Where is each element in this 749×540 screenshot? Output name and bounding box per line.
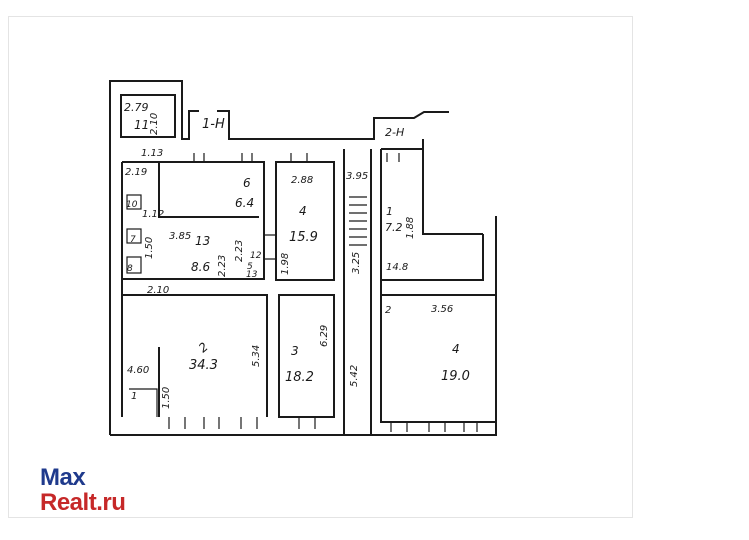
room-2-top-wall: [122, 294, 268, 417]
label-room-3-num: 3: [291, 344, 299, 358]
room-6-top-wall: [122, 161, 265, 280]
room-6-bottom-wall: [158, 162, 259, 218]
watermark-line-1: Max: [40, 464, 86, 491]
label-dim-223: 2.23: [217, 255, 228, 277]
label-dim-2: 2: [385, 305, 391, 316]
label-entrance-1: 1-H: [202, 117, 225, 132]
label-dim-150-left: 1.50: [144, 237, 155, 259]
stair-steps: [349, 196, 367, 246]
floor-plan-sheet: 1-H 2-H 2.79 2.10 11 1.13 2.19 10 1.12 1…: [8, 16, 633, 518]
label-dim-10: 10: [126, 200, 138, 210]
label-entrance-2: 2-H: [385, 126, 404, 139]
windows-top-right: [386, 153, 400, 162]
label-dim-5: 5: [247, 262, 253, 272]
room-1-box: [129, 388, 158, 417]
windows-top-left: [193, 153, 253, 162]
label-dim-288: 2.88: [291, 175, 313, 186]
outer-wall-left: [109, 80, 199, 435]
outer-wall-bottom: [110, 216, 497, 436]
windows-bottom-left: [168, 417, 258, 429]
label-dim-460: 4.60: [127, 365, 149, 376]
windows-bottom-mid: [298, 417, 316, 429]
label-room-6-area: 6.4: [235, 196, 254, 210]
label-dim-198: 1.98: [280, 253, 291, 275]
label-dim-112: 1.12: [142, 209, 164, 220]
label-room-2-area: 34.3: [189, 358, 218, 373]
label-dim-395: 3.95: [346, 171, 368, 182]
label-dim-542: 5.42: [349, 365, 360, 387]
label-dim-7: 7: [130, 235, 136, 245]
label-dim-13: 13: [246, 270, 258, 280]
room-11-outline: [120, 94, 176, 138]
label-dim-356: 3.56: [431, 304, 453, 315]
label-r11-dim1: 2.79: [124, 101, 149, 114]
room-10-box: [126, 194, 142, 210]
label-room-4-num: 4: [299, 204, 307, 218]
label-dim-534: 5.34: [251, 345, 262, 367]
label-dim-1: 1: [131, 391, 137, 402]
label-dim-113: 1.13: [141, 148, 163, 159]
label-room-2-num: 2: [196, 340, 211, 356]
label-room-4-area: 15.9: [289, 230, 318, 245]
label-dim-325: 3.25: [351, 252, 362, 274]
label-room-4r-area: 19.0: [441, 369, 470, 384]
windows-bottom-right: [390, 422, 478, 432]
outer-wall-right: [422, 139, 483, 235]
label-room-13-area: 8.6: [191, 260, 210, 274]
label-dim-223b: 2.23: [234, 240, 245, 262]
label-dim-12: 12: [250, 251, 262, 261]
floor-plan-drawing: 1-H 2-H 2.79 2.10 11 1.13 2.19 10 1.12 1…: [109, 80, 497, 436]
label-dim-629: 6.29: [319, 325, 330, 347]
room-7-box: [126, 228, 142, 244]
label-r11-num: 11: [134, 118, 149, 132]
room-4-outline: [275, 161, 335, 281]
label-room-13-num: 13: [195, 234, 210, 248]
label-room-3-area: 18.2: [285, 370, 314, 385]
label-dim-150: 1.50: [161, 387, 172, 409]
label-room-1r-area: 7.2: [385, 221, 403, 234]
room-8-box: [126, 256, 142, 274]
room-3-outline: [278, 294, 335, 418]
label-room-6-num: 6: [243, 176, 251, 190]
label-dim-210: 2.10: [147, 285, 169, 296]
label-room-4r-num: 4: [452, 342, 460, 356]
label-dim-148: 14.8: [386, 262, 408, 273]
outer-wall-top: [217, 110, 449, 140]
label-dim-8: 8: [127, 264, 133, 274]
room-4r-left: [380, 149, 496, 423]
windows-top-mid: [290, 153, 308, 162]
door-links: [265, 234, 277, 260]
label-room-1r-num: 1: [386, 205, 393, 218]
label-dim-385: 3.85: [169, 231, 191, 242]
label-dim-219-top: 2.19: [125, 167, 147, 178]
watermark-line-2: Realt.ru: [40, 489, 126, 516]
label-dim-188: 1.88: [405, 217, 416, 239]
balcony-outline: [423, 234, 484, 281]
label-r11-dim2: 2.10: [149, 113, 160, 135]
